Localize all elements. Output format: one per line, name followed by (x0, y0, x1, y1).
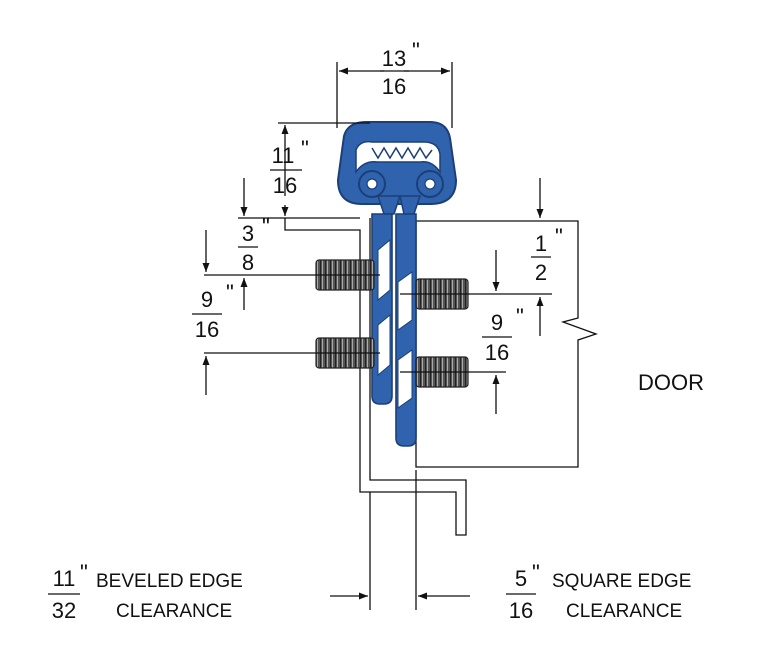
dim-right-screw-den: 16 (485, 340, 509, 365)
dim-top-width-den: 16 (382, 74, 406, 99)
dim-top-width-mark: " (412, 38, 420, 63)
dim-cap-height-num: 11 (272, 143, 295, 168)
dim-cap-height: 11 " 16 (270, 122, 370, 216)
dim-left-screw-num: 9 (201, 287, 213, 312)
dim-top-width: 13 " 16 (336, 38, 453, 128)
beveled-line1: BEVELED EDGE (96, 571, 243, 592)
dim-right-top-offset: 1 " 2 (531, 178, 563, 336)
screw-centerlines (204, 274, 552, 373)
dim-left-top-mark: " (262, 214, 270, 239)
dim-left-top-offset: 3 " 8 (238, 178, 285, 310)
dim-right-screw-mark: " (516, 304, 524, 329)
square-line2: CLEARANCE (566, 601, 682, 622)
square-edge-clearance: 5 " 16 SQUARE EDGE CLEARANCE (506, 560, 691, 623)
dim-left-screw-spacing: 9 " 16 (192, 230, 234, 395)
door-outline (415, 220, 598, 468)
door-label: DOOR (638, 370, 704, 395)
dim-cap-height-den: 16 (273, 173, 297, 198)
right-gasket-blade (395, 213, 417, 447)
square-mark: " (532, 560, 540, 585)
dim-right-top-num: 1 (535, 231, 547, 256)
beveled-mark: " (80, 560, 88, 585)
square-num: 5 (515, 566, 527, 591)
square-line1: SQUARE EDGE (552, 571, 691, 592)
dim-left-screw-den: 16 (195, 317, 219, 342)
square-den: 16 (509, 598, 533, 623)
dim-right-top-mark: " (555, 224, 563, 249)
dim-right-screw-num: 9 (491, 310, 503, 335)
dim-left-screw-mark: " (226, 280, 234, 305)
dim-left-top-den: 8 (242, 250, 254, 275)
dim-left-top-num: 3 (242, 221, 254, 246)
beveled-den: 32 (52, 598, 76, 623)
beveled-num: 11 (53, 566, 76, 591)
clearance-lines (330, 470, 470, 610)
beveled-edge-clearance: 11 " 32 BEVELED EDGE CLEARANCE (48, 560, 243, 623)
dim-right-top-den: 2 (535, 260, 547, 285)
beveled-line2: CLEARANCE (116, 601, 232, 622)
dim-right-screw-spacing: 9 " 16 (482, 250, 524, 414)
dim-top-width-num: 13 (382, 46, 406, 71)
left-gasket-blade (371, 213, 393, 405)
astragal-gasket-cap (336, 121, 458, 215)
dim-cap-height-mark: " (301, 136, 309, 161)
frame-jamb (284, 217, 467, 536)
